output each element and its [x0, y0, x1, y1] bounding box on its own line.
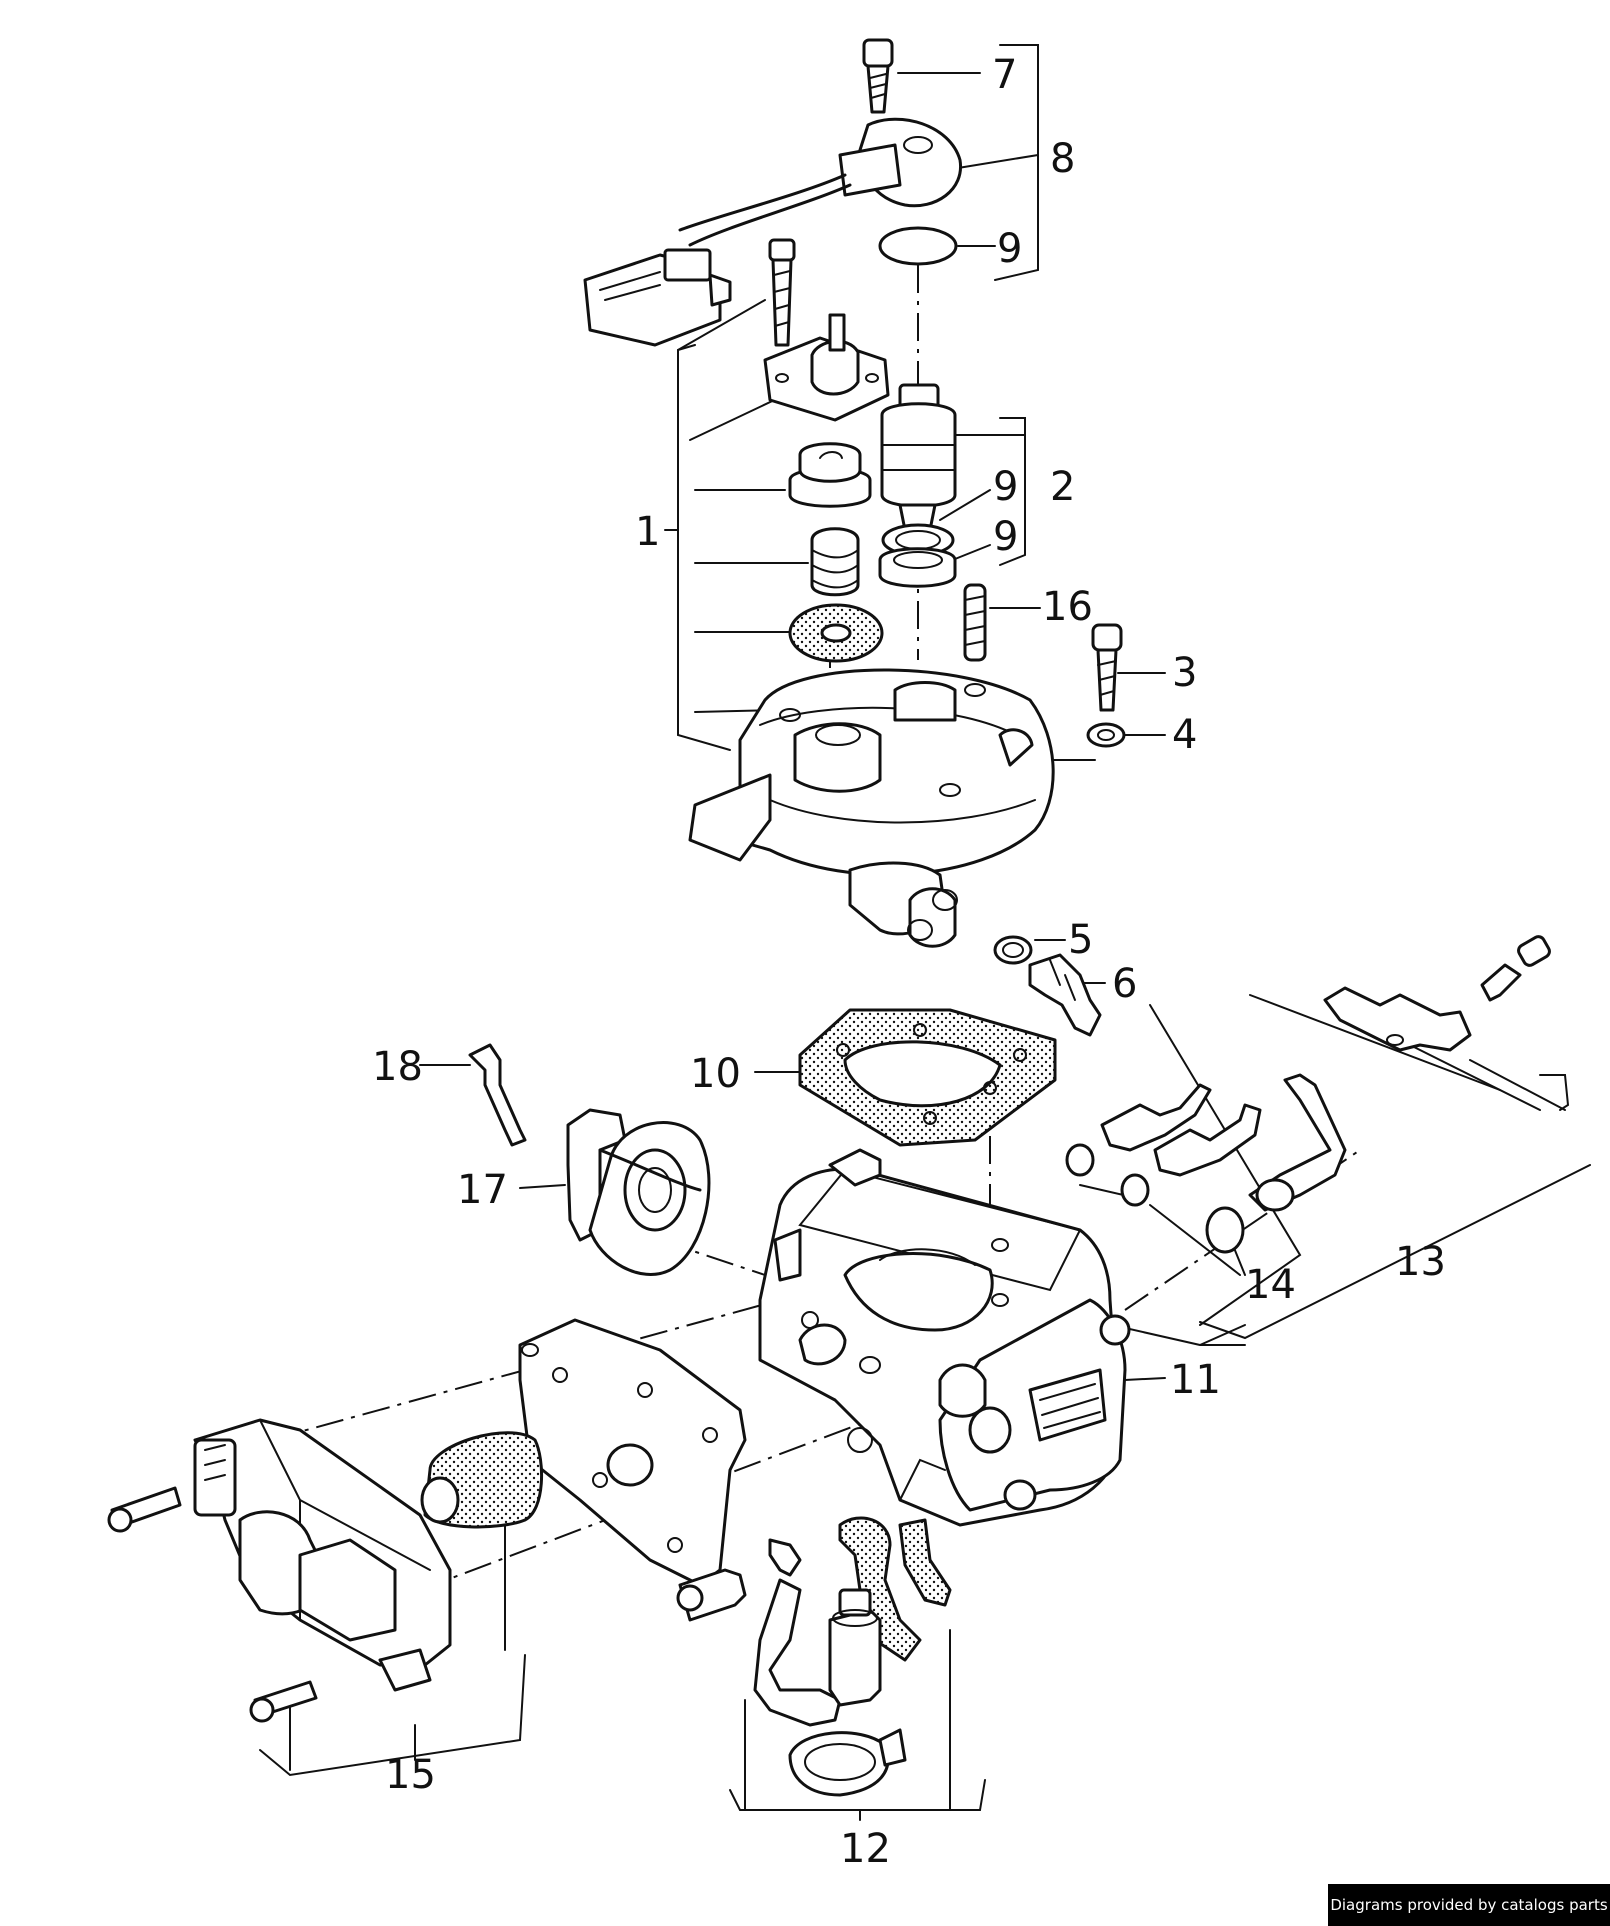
- washer-part-4[interactable]: [1086, 722, 1126, 748]
- injector-part-2[interactable]: [880, 383, 957, 532]
- part-label-8[interactable]: 7: [992, 52, 1017, 98]
- part-label-17[interactable]: 17: [457, 1167, 508, 1213]
- diaphragm-part-1[interactable]: [788, 603, 884, 663]
- spring-part-1[interactable]: [810, 527, 860, 597]
- part-label-7[interactable]: 8: [1050, 136, 1075, 182]
- injector-housing-part-1[interactable]: [688, 668, 1055, 948]
- bolt-part-8[interactable]: [862, 38, 894, 114]
- stud-part-16[interactable]: [963, 583, 987, 662]
- part-label-3[interactable]: 3: [1172, 650, 1197, 696]
- regulator-cover-part-1[interactable]: [763, 313, 890, 422]
- part-label-2[interactable]: 2: [1050, 464, 1075, 510]
- part-label-6[interactable]: 6: [1112, 961, 1137, 1007]
- o-ring-part-9-top[interactable]: [878, 226, 958, 266]
- throttle-potentiometer-part-7[interactable]: [583, 117, 962, 347]
- part-label-11[interactable]: 11: [1170, 1357, 1221, 1403]
- gasket-part-10[interactable]: [798, 1008, 1057, 1147]
- part-label-9-lower[interactable]: 9: [993, 514, 1018, 560]
- regulator-screw-part-1[interactable]: [768, 238, 796, 347]
- part-label-15[interactable]: 15: [385, 1752, 436, 1798]
- fittings-part-13[interactable]: [1065, 934, 1552, 1212]
- part-number-labels: 7 8 9 2 9 9 1 16 3 4 5 6 18 10 17 13 14 …: [372, 52, 1446, 1872]
- cap-part-14[interactable]: [1205, 1206, 1245, 1254]
- hose-filter-part-12[interactable]: [676, 1516, 952, 1797]
- diagram-credit-footer: Diagrams provided by catalogs parts: [1328, 1884, 1610, 1926]
- part-label-13[interactable]: 13: [1395, 1239, 1446, 1285]
- part-label-9-middle[interactable]: 9: [993, 464, 1018, 510]
- part-label-4[interactable]: 4: [1172, 712, 1197, 758]
- part-label-12[interactable]: 12: [840, 1826, 891, 1872]
- part-label-9-top[interactable]: 9: [997, 226, 1022, 272]
- bracket-part-17[interactable]: [566, 1108, 711, 1276]
- part-label-1[interactable]: 1: [635, 509, 660, 555]
- clip-part-18[interactable]: [468, 1043, 527, 1147]
- part-label-18[interactable]: 18: [372, 1044, 423, 1090]
- actuator-part-15[interactable]: [107, 1318, 747, 1723]
- o-ring-part-5[interactable]: [993, 935, 1033, 965]
- screw-part-3[interactable]: [1091, 623, 1123, 712]
- part-label-10[interactable]: 10: [690, 1051, 741, 1097]
- part-label-5[interactable]: 5: [1068, 917, 1093, 963]
- throttle-body-part-11[interactable]: [758, 1148, 1131, 1527]
- part-label-16[interactable]: 16: [1042, 584, 1093, 630]
- damper-cap-part-1[interactable]: [788, 442, 872, 508]
- union-part-6[interactable]: [1028, 953, 1102, 1037]
- part-label-14[interactable]: 14: [1245, 1262, 1296, 1308]
- seal-part-9-lower[interactable]: [878, 547, 957, 588]
